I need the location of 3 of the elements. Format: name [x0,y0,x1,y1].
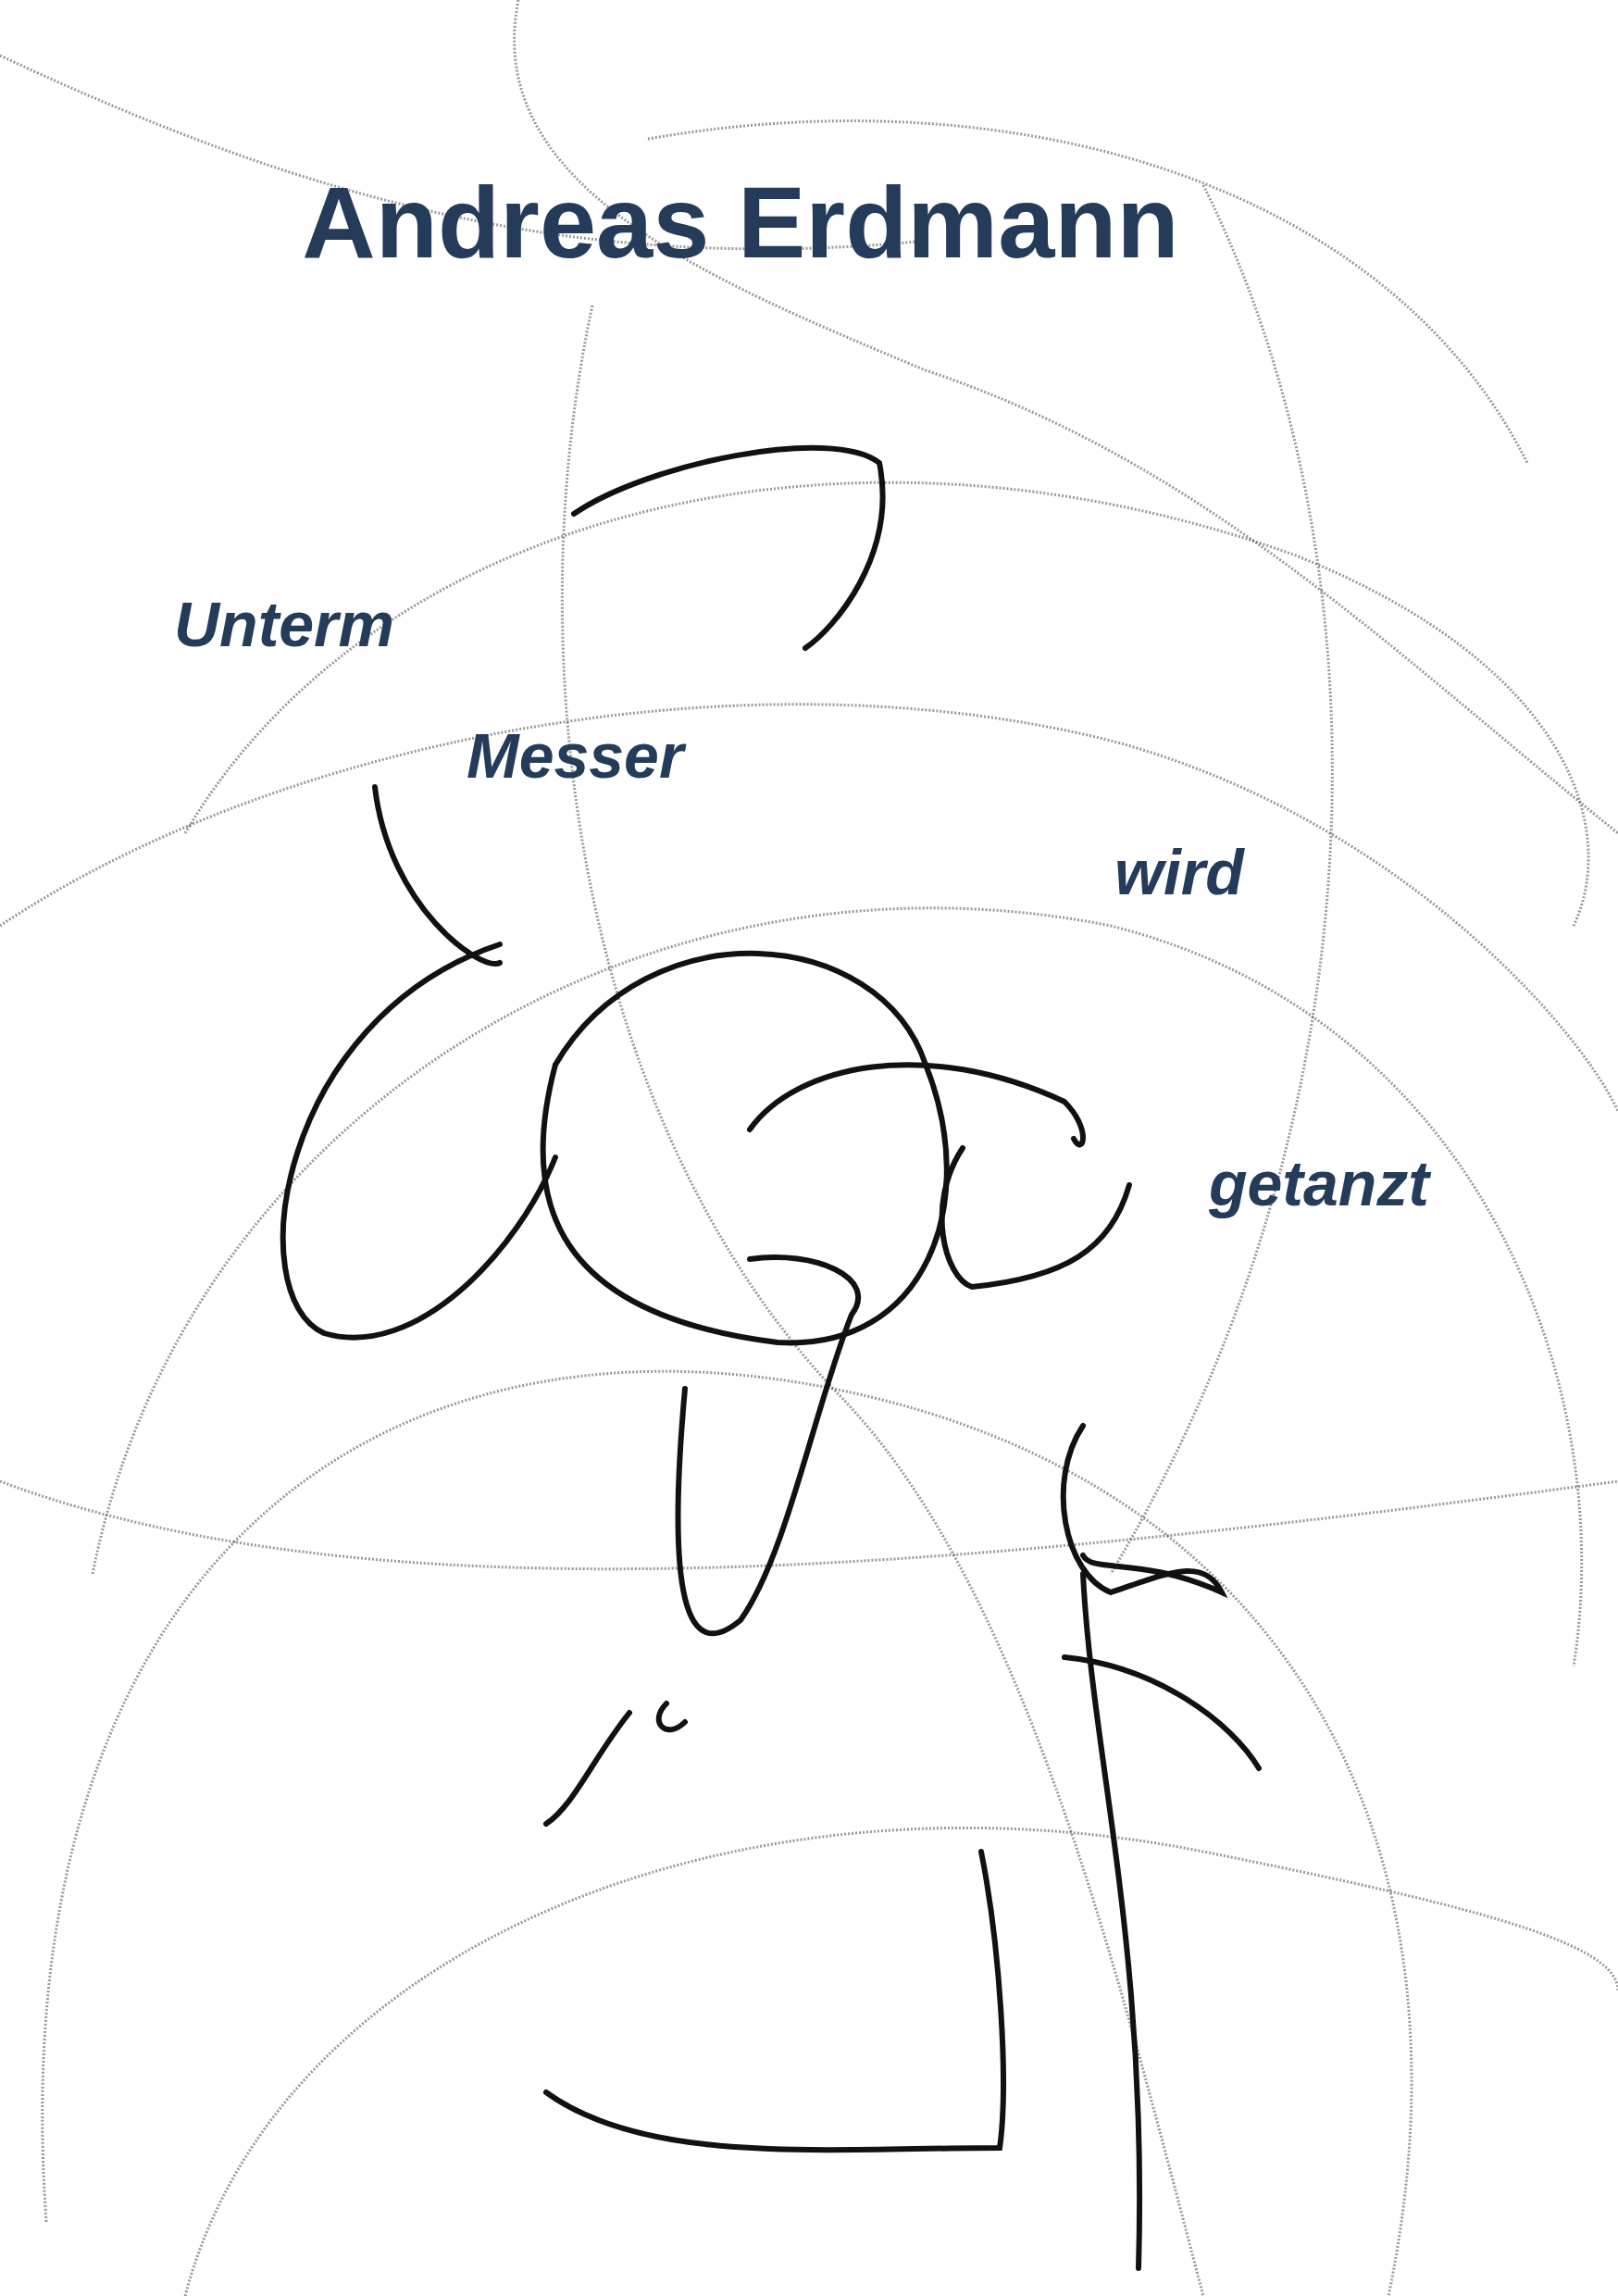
author-name: Andreas Erdmann [301,171,1180,273]
title-word: Unterm [174,593,395,655]
title-word: wird [1114,841,1244,904]
